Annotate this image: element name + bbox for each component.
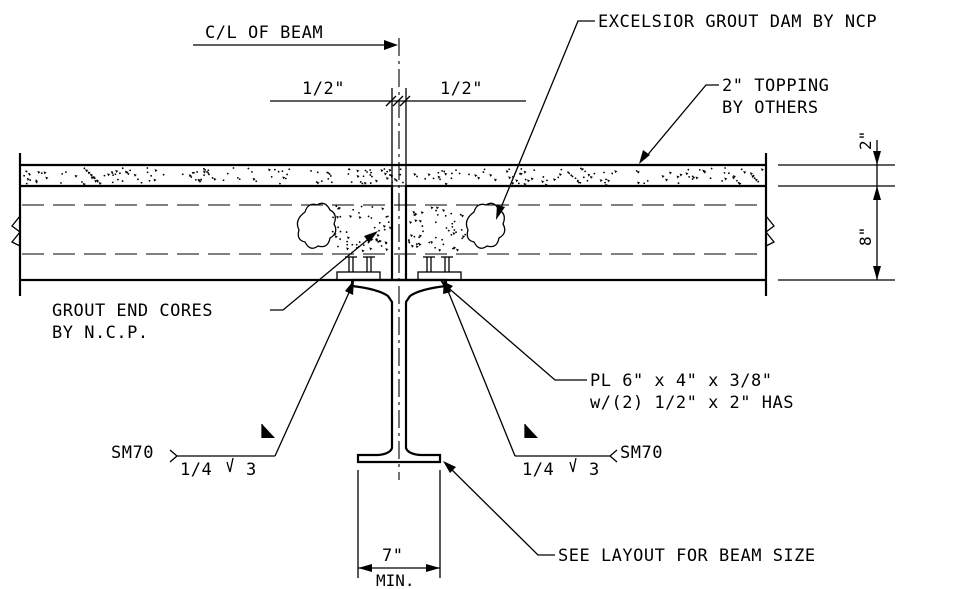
plate-label-line2: w/(2) 1/2" x 2" HAS	[590, 393, 794, 413]
weld-left-reference: SM70	[111, 443, 154, 463]
steel-beam	[336, 256, 462, 464]
weld-right-reference: SM70	[620, 443, 663, 463]
weld-right-size: 1/4	[522, 460, 554, 480]
grout-dam-right	[465, 202, 506, 249]
weld-left-size: 1/4	[180, 460, 212, 480]
half-inch-dimensions: 1/2" 1/2"	[270, 79, 526, 186]
grout-dam-label: EXCELSIOR GROUT DAM BY NCP	[598, 12, 877, 32]
concrete-topping	[20, 163, 766, 187]
grout-dam-left	[296, 202, 337, 249]
topping-callout: 2" TOPPING BY OTHERS	[639, 76, 829, 164]
grout-dam-callout: EXCELSIOR GROUT DAM BY NCP	[496, 12, 877, 220]
centerline-label: C/L OF BEAM	[205, 23, 323, 43]
flange-width-dimension: 7" MIN.	[357, 470, 441, 589]
weld-right-length: 3	[589, 460, 600, 480]
beam-size-label: SEE LAYOUT FOR BEAM SIZE	[558, 546, 816, 566]
anchor-studs	[345, 256, 453, 272]
half-inch-left-label: 1/2"	[302, 79, 345, 99]
topping-thickness-label: 2"	[856, 131, 875, 150]
plank-ends	[20, 184, 766, 280]
plank-thickness-label: 8"	[856, 227, 875, 246]
topping-label-line2: BY OTHERS	[722, 98, 819, 118]
break-line-left	[10, 215, 21, 247]
weld-left-length: 3	[246, 460, 257, 480]
grout-cores-label-line2: BY N.C.P.	[52, 323, 149, 343]
break-line-right	[765, 215, 776, 247]
topping-label-line1: 2" TOPPING	[722, 76, 829, 96]
grout-cores-callout: GROUT END CORES BY N.C.P.	[52, 231, 378, 343]
grout-stipple	[331, 205, 467, 253]
half-inch-right-label: 1/2"	[440, 79, 483, 99]
grout-cores-label-line1: GROUT END CORES	[52, 301, 213, 321]
weld-symbol-left: SM70 1/4 3	[111, 280, 354, 480]
bearing-plate-right	[417, 271, 462, 281]
beam-size-callout: SEE LAYOUT FOR BEAM SIZE	[443, 461, 816, 566]
thickness-dimensions: 2" 8"	[778, 131, 895, 281]
centerline-callout: C/L OF BEAM	[193, 23, 398, 50]
plate-label-line1: PL 6" x 4" x 3/8"	[590, 371, 773, 391]
weld-symbol-right: SM70 1/4 3	[443, 280, 663, 480]
topping-stipple	[23, 167, 764, 187]
bearing-plate-left	[336, 271, 381, 281]
plate-callout: PL 6" x 4" x 3/8" w/(2) 1/2" x 2" HAS	[440, 280, 794, 413]
flange-min-label: MIN.	[376, 571, 415, 589]
flange-width-label: 7"	[382, 546, 403, 566]
